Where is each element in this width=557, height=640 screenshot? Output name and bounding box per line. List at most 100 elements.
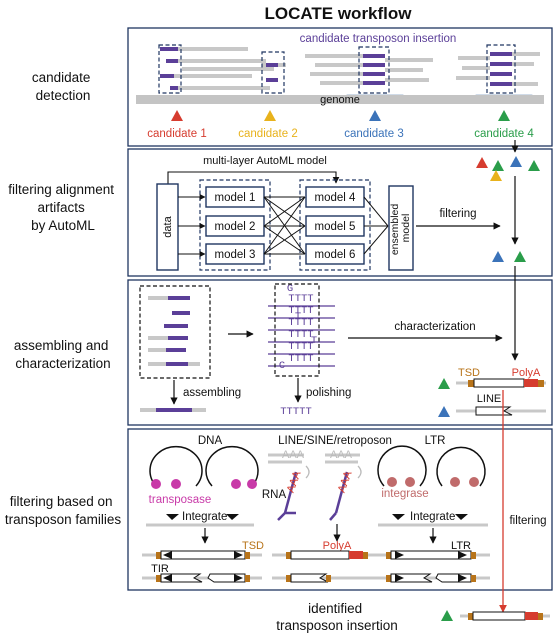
integrate-marker: [455, 514, 468, 520]
tsd-mark: [156, 552, 161, 559]
dna-body: [160, 550, 246, 560]
read: [160, 47, 248, 51]
read-clip: [266, 78, 278, 82]
ltr-marker: [458, 574, 467, 582]
transposase-label: transposase: [149, 494, 212, 506]
rna-strand: [277, 511, 296, 521]
cluster-box: [358, 46, 390, 94]
aaa-tail: AAA: [285, 469, 304, 494]
read: [166, 59, 266, 63]
consensus-row: TTTT: [288, 353, 313, 365]
stage-label-line: candidate: [32, 70, 91, 85]
model-label: model 5: [315, 221, 356, 233]
genome-fragment: [305, 465, 310, 479]
tir-marker: [163, 551, 172, 559]
candidate-marker: [528, 160, 540, 171]
integrate-marker: [226, 514, 239, 520]
tsd-mark: [386, 552, 391, 559]
genome-fragment: [357, 465, 362, 479]
ltr-retrotransposon-circle: [377, 445, 486, 487]
read-clip: [170, 86, 178, 90]
mixed-candidates: [476, 156, 540, 181]
line-label: LINE: [477, 393, 501, 405]
stage-label-detection: candidate detection: [32, 70, 94, 103]
ensemble-label-line: ensembled: [389, 204, 401, 256]
read: [170, 86, 270, 90]
transposase-dot: [247, 479, 257, 489]
rna-label: RNA: [262, 489, 287, 501]
stage-label-line: characterization: [15, 356, 110, 371]
tir-marker: [163, 574, 172, 582]
dna-label: DNA: [198, 435, 223, 447]
candidate-marker: [490, 170, 502, 181]
cluster-box: [486, 44, 516, 94]
truncated-body: [290, 573, 329, 583]
stage-label-line: detection: [36, 88, 91, 103]
integrate-dna: Integrate: [146, 511, 254, 527]
candidate-4-label: candidate 4: [474, 128, 534, 140]
tsd-mark: [386, 575, 391, 582]
insert-segment: [363, 63, 385, 67]
read-clip: [160, 74, 174, 78]
dna-arc: [205, 445, 259, 487]
ltr-marker: [395, 551, 404, 559]
model-connections: [178, 194, 389, 257]
read: [456, 76, 490, 80]
tsd-mark: [286, 575, 291, 582]
polya-tail: [349, 551, 363, 559]
panel-candidate-detection: [127, 27, 553, 147]
stage-label-line: assembling and: [14, 338, 109, 353]
consensus-row: TTTT: [288, 317, 313, 329]
aligned-reads: [148, 296, 200, 366]
model-label: model 4: [315, 192, 357, 204]
model-boxes: model 1 model 2 model 3 model 4 model 5 …: [205, 186, 365, 265]
polishing-label: polishing: [306, 387, 351, 399]
rna-strand: [283, 471, 298, 514]
ltr-label: LTR: [425, 435, 446, 447]
consensus-row: TTTT: [288, 329, 313, 341]
tsd-mark: [471, 552, 476, 559]
consensus-row: TTTT: [288, 293, 313, 305]
candidate-marker: [438, 406, 450, 417]
data-box: [156, 183, 179, 271]
read-clip: [160, 47, 178, 51]
final-label: identified transposon insertion: [276, 601, 398, 633]
integrase-dot: [387, 477, 397, 487]
ltr-element: [376, 550, 490, 560]
tsd-mark: [326, 575, 331, 582]
candidate-1-marker: [171, 110, 183, 121]
tir-label: TIR: [151, 563, 169, 575]
tsd-mark: [538, 380, 544, 387]
insert-segment: [363, 72, 385, 76]
panel-automl-filtering: [127, 148, 553, 277]
insert-segment: [490, 62, 512, 66]
tsd-mark: [286, 552, 291, 559]
dna-arc: [149, 445, 203, 487]
cluster-box: [158, 44, 182, 94]
connection: [363, 225, 389, 255]
variant-letter: T: [295, 311, 301, 323]
automl-label: multi-layer AutoML model: [203, 155, 327, 167]
transposase-dot: [171, 479, 181, 489]
tsd-mark: [156, 575, 161, 582]
tir-marker: [234, 551, 243, 559]
ltr-element-truncated: [376, 573, 490, 583]
candidate-3-marker: [369, 110, 381, 121]
integrate-marker: [166, 514, 179, 520]
final-candidate-marker: [441, 610, 453, 621]
read: [310, 72, 363, 76]
candidate-2-marker: [264, 110, 276, 121]
model-label: model 1: [215, 192, 256, 204]
stage-label-assembly: assembling and characterization: [14, 338, 112, 371]
read-insert: [172, 311, 190, 315]
read: [512, 52, 540, 56]
candidate-marker: [492, 251, 504, 262]
line-element-full: [456, 378, 546, 388]
read-insert: [166, 348, 186, 352]
read-insert: [164, 324, 188, 328]
connection: [263, 196, 306, 255]
consensus-block: TTTT TTTT TTTT TTTT TTTT TTTT G T T C: [268, 283, 335, 377]
dna-element-truncated: [142, 573, 262, 583]
assembled-insert: [156, 408, 192, 412]
variant-letter: T: [311, 335, 317, 347]
